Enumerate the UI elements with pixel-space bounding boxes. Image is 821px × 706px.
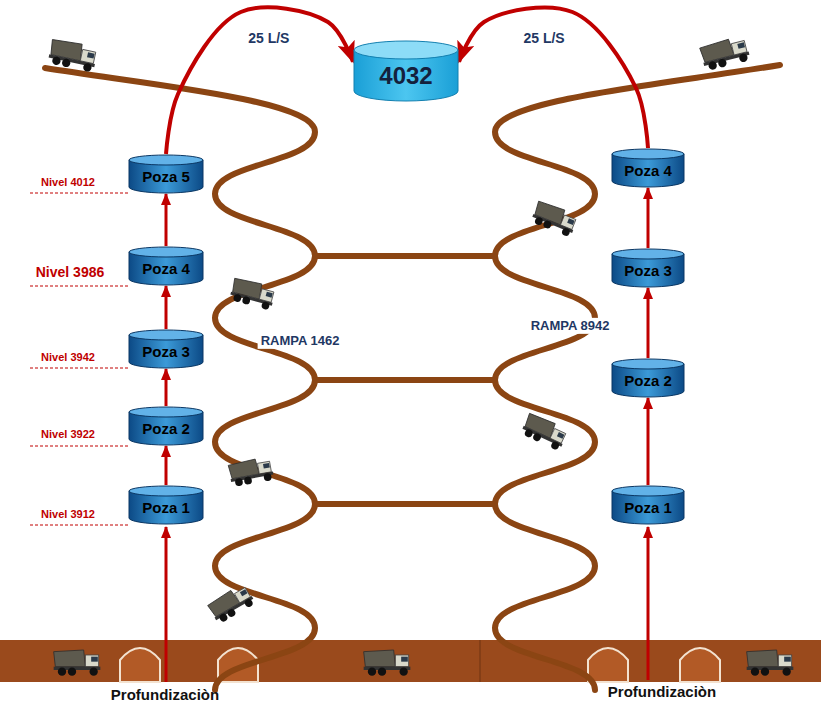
ramp-road (495, 65, 780, 690)
crosscut-road (315, 377, 495, 383)
pond: Poza 5 (128, 154, 204, 194)
truck-icon (229, 277, 277, 311)
truck-icon (530, 200, 579, 238)
tank-top (612, 486, 684, 496)
tank-top (354, 41, 458, 59)
flow-arrow (647, 288, 650, 358)
cylinder-outline (611, 148, 685, 188)
crosscut-road (315, 253, 495, 259)
pond: Poza 3 (611, 248, 685, 288)
tank-body (129, 335, 203, 368)
flow-arrow (165, 446, 168, 485)
level-label: Nivel 3912 (41, 508, 95, 520)
level-label: Nivel 3986 (36, 265, 105, 280)
ramp-label: RAMPA 1462 (258, 333, 343, 349)
cylinder-outline (128, 246, 204, 286)
deepening-label: Profundizaciòn (111, 687, 219, 704)
cylinder-outline (128, 406, 204, 446)
tank-body (612, 491, 684, 524)
truck-icon (747, 650, 794, 676)
level-line (30, 193, 128, 194)
gallery-band (0, 640, 821, 682)
level-line (30, 446, 128, 447)
level-label: Nivel 3922 (41, 428, 95, 440)
tank-body (612, 254, 684, 287)
flow-arrow (165, 369, 168, 406)
pond-label: Poza 2 (624, 373, 672, 390)
flow-arrow (647, 398, 650, 485)
level-line (30, 368, 128, 369)
pond-label: Poza 3 (142, 344, 190, 361)
pond-label: Poza 1 (624, 500, 672, 517)
pond: Poza 4 (611, 148, 685, 188)
pond-label: Poza 1 (142, 500, 190, 517)
flow-rate-label: 25 L/S (246, 30, 291, 46)
cylinder-outline (611, 485, 685, 525)
flow-arrow (459, 7, 648, 148)
level-label: Nivel 4012 (41, 176, 95, 188)
tank-body (129, 252, 203, 285)
crosscut-road (315, 501, 495, 507)
flow-arrow (165, 286, 168, 329)
pond: Poza 2 (611, 358, 685, 398)
level-line (30, 525, 128, 526)
cylinder-outline (128, 485, 204, 525)
truck-icon (54, 650, 101, 676)
tank-top (129, 407, 203, 417)
tank-top (129, 155, 203, 165)
tank-body (354, 50, 458, 101)
pond-label: Poza 4 (142, 261, 190, 278)
tank-label: 4032 (379, 63, 432, 89)
truck-icon (47, 38, 98, 73)
level-line (30, 286, 128, 287)
band-divider (480, 640, 481, 682)
tank-body (612, 364, 684, 397)
cylinder-outline (128, 329, 204, 369)
tank-body (129, 491, 203, 524)
cylinder-outline (611, 248, 685, 288)
pump-arrow (165, 527, 168, 682)
flow-arrow (647, 188, 650, 248)
tank-top (129, 330, 203, 340)
pump-arrow (647, 527, 650, 680)
flow-arrow (166, 7, 353, 154)
flow-arrow (165, 194, 168, 246)
pond: Poza 4 (128, 246, 204, 286)
deepening-label: Profundizaciòn (608, 684, 716, 701)
pond: Poza 2 (128, 406, 204, 446)
storage-tank: 4032 (353, 40, 459, 102)
pond-label: Poza 5 (142, 169, 190, 186)
tank-top (612, 249, 684, 259)
cylinder-outline (128, 154, 204, 194)
truck-icon (520, 412, 569, 452)
pond-label: Poza 3 (624, 263, 672, 280)
tunnel-arch (680, 648, 720, 682)
pond: Poza 3 (128, 329, 204, 369)
flow-rate-label: 25 L/S (521, 30, 566, 46)
tank-top (612, 149, 684, 159)
tank-body (129, 412, 203, 445)
tank-body (612, 154, 684, 187)
truck-icon (207, 583, 256, 625)
pond-label: Poza 2 (142, 421, 190, 438)
tank-top (129, 247, 203, 257)
pond-label: Poza 4 (624, 163, 672, 180)
ramp-road (45, 68, 315, 690)
tunnel-arch (588, 648, 628, 682)
tank-top (129, 486, 203, 496)
tank-body (129, 160, 203, 193)
pond: Poza 1 (128, 485, 204, 525)
cylinder-outline (611, 358, 685, 398)
tank-top (612, 359, 684, 369)
truck-icon (228, 456, 274, 487)
ramp-label: RAMPA 8942 (528, 318, 613, 334)
truck-icon (364, 650, 411, 676)
level-label: Nivel 3942 (41, 351, 95, 363)
cylinder-outline (353, 40, 459, 102)
truck-icon (699, 35, 751, 71)
pond: Poza 1 (611, 485, 685, 525)
tunnel-arch (120, 648, 160, 682)
